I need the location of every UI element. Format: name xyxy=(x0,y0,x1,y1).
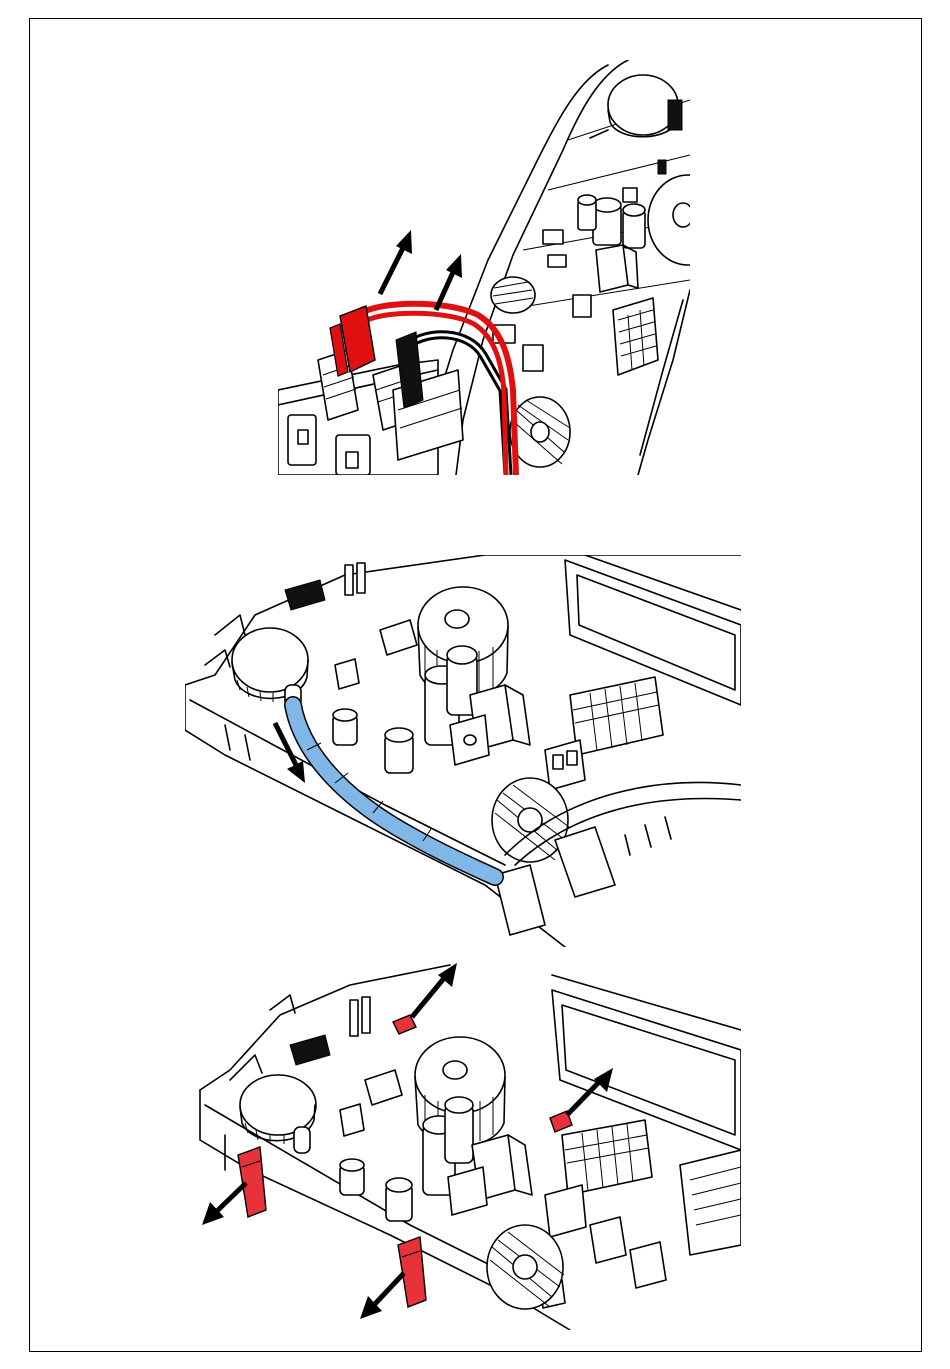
pin-header-connector xyxy=(562,1120,652,1195)
relay xyxy=(596,245,638,292)
display-window xyxy=(552,975,741,1150)
capacitors xyxy=(578,195,645,248)
ic-chips xyxy=(285,563,417,655)
panel-2-probe-cable xyxy=(185,555,741,947)
toroid-bottom xyxy=(487,1225,564,1309)
pin-header-connector xyxy=(570,677,663,755)
toroid-inductor-top xyxy=(648,175,690,265)
arrow-clip-bottom xyxy=(360,1273,404,1319)
toroid-bottom xyxy=(492,778,569,862)
arrow-clip-left xyxy=(202,1183,246,1225)
arrow-lift-up-left xyxy=(380,230,412,294)
pin-header-connector xyxy=(613,298,658,375)
panel-1-drawing xyxy=(278,60,690,475)
clip-left xyxy=(238,1147,266,1217)
toroid-inductor-bottom xyxy=(510,397,570,467)
panel-2-drawing xyxy=(185,555,741,947)
knob xyxy=(232,628,308,707)
panel-3-drawing xyxy=(190,955,741,1330)
panel-3-clip-release xyxy=(190,955,741,1330)
arrow-lift-up-right xyxy=(436,254,462,310)
panel-1-cable-removal xyxy=(278,60,690,475)
clip-top xyxy=(393,1015,416,1034)
knob xyxy=(240,1075,316,1153)
coil-mid xyxy=(491,277,535,313)
